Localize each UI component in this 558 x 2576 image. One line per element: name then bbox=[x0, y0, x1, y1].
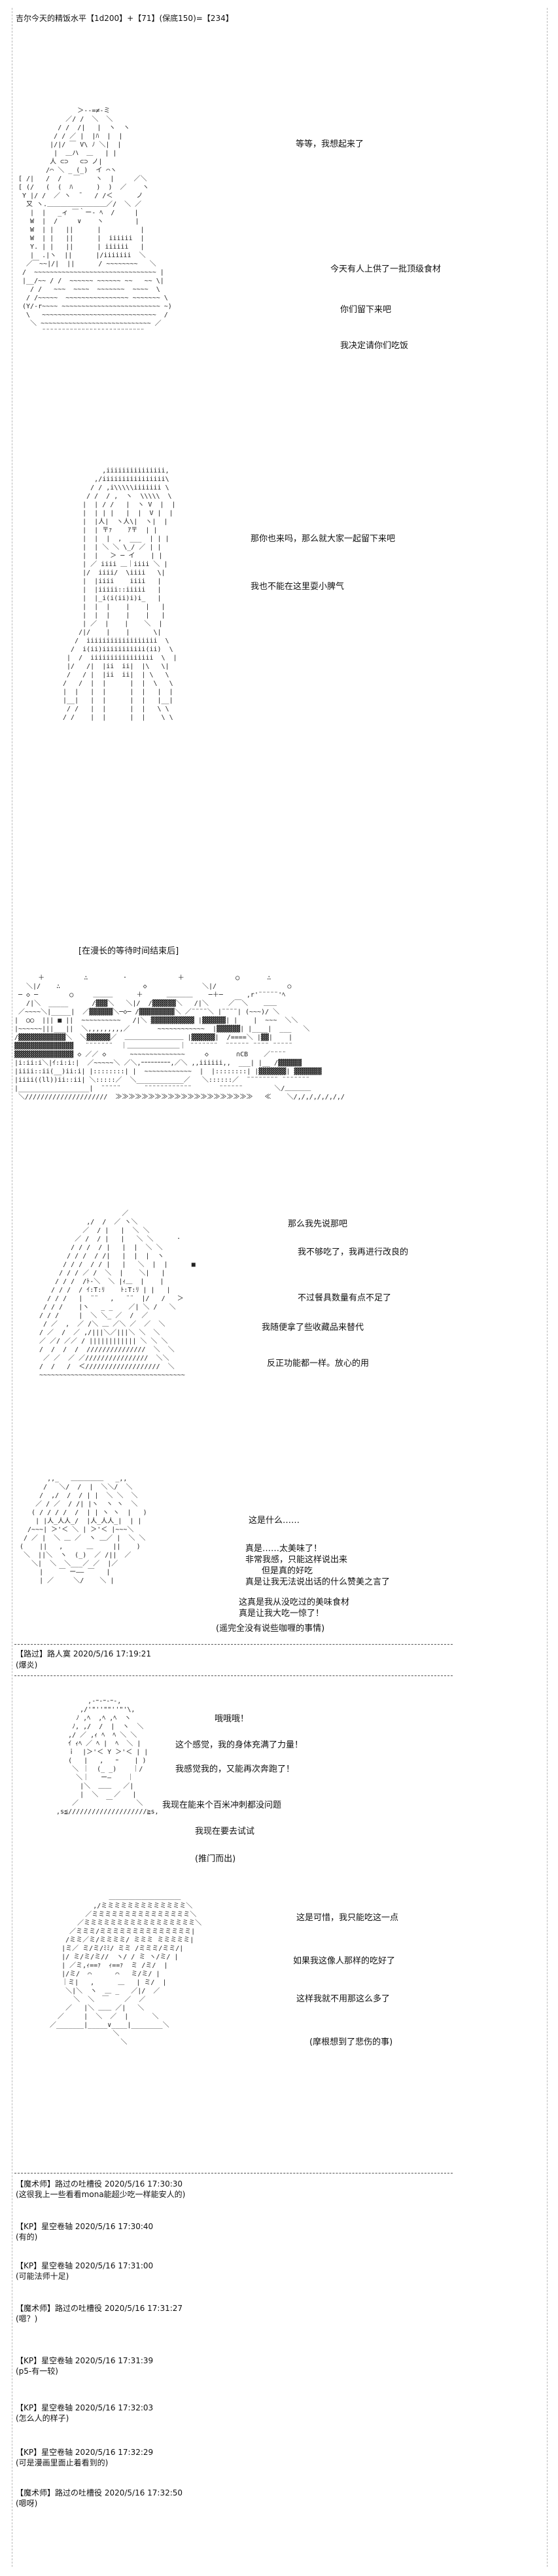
scene2-line-2: 我也不能在这里耍小脾气 bbox=[251, 582, 345, 592]
scene1-line-2: 今天有人上供了一批顶级食材 bbox=[330, 264, 442, 274]
scene6-line-5: 我现在要去试试 bbox=[195, 1827, 255, 1836]
dice-roll-line: 吉尔今天的精饭水平【1d200】+【71】(保底150)=【234】 bbox=[16, 14, 234, 23]
comment-text: (嗯呀) bbox=[16, 2499, 38, 2508]
scene5-line-4: 但是真的好吃 bbox=[262, 1566, 313, 1576]
ascii-art-scene2: ,iiiiiiiiiiiiiii, ,/iiiiiiiiiiiiiiii\ / … bbox=[63, 467, 177, 721]
scene4-line-1: 那么我先说那吧 bbox=[288, 1219, 348, 1229]
comment-header: 【魔术师】路过の吐槽役 2020/5/16 17:31:27 bbox=[16, 2304, 183, 2313]
scene4-line-5: 反正功能都一样。放心的用 bbox=[267, 1359, 370, 1368]
scene7-line-3: 这样我就不用那这么多了 bbox=[296, 1994, 391, 2004]
separator bbox=[14, 1675, 453, 1676]
scene1-line-1: 等等，我想起来了 bbox=[296, 139, 364, 149]
scene5-line-3: 非常我感，只能这样说出来 bbox=[245, 1555, 348, 1565]
comment-header: 【KP】星空卷轴 2020/5/16 17:30:40 bbox=[16, 2222, 154, 2231]
comment-text: (嗯？) bbox=[16, 2314, 38, 2323]
ascii-art-scene1: ＞--=≠-ミ ／/ / ＼ ＼ / / /| | ヽ ヽ / / ／ | |ﾊ… bbox=[18, 107, 172, 336]
scene5-line-6: 这真是我从没吃过的美味食材 bbox=[239, 1598, 350, 1607]
comment-header: 【KP】星空卷轴 2020/5/16 17:32:03 bbox=[16, 2403, 154, 2412]
comment-header: 【KP】星空卷轴 2020/5/16 17:31:39 bbox=[16, 2356, 154, 2365]
scene1-line-3: 你们留下来吧 bbox=[340, 305, 392, 315]
comment-text: (这很我上一些看看mona能超少吃一样能安人的) bbox=[16, 2190, 186, 2199]
scene5-line-5: 真是让我无法说出话的什么赞美之言了 bbox=[245, 1577, 391, 1587]
scene6-line-4: 我现在能来个百米冲刺都没问题 bbox=[162, 1800, 282, 1810]
comment-header: 【魔术师】路过の吐槽役 2020/5/16 17:32:50 bbox=[16, 2488, 183, 2497]
scene2-line-1: 那你也来吗，那么就大家一起留下来吧 bbox=[251, 534, 396, 544]
comment-text: (怎么人的样子) bbox=[16, 2414, 69, 2423]
scene4-line-3: 不过餐具数量有点不足了 bbox=[298, 1293, 392, 1303]
comment-text: (有的) bbox=[16, 2232, 38, 2242]
ascii-art-scene7: ＿＿＿＿＿＿＿＿＿＿＿ ,/ミミミミミミミミミミミミミ＼ ／ミミミミミミミミミミ… bbox=[50, 1894, 202, 2046]
scene6-line-1: 哦哦哦！ bbox=[215, 1714, 249, 1724]
scene4-line-2: 我不够吃了，我再进行改良的 bbox=[298, 1247, 409, 1257]
comment-text: (可是漫画里面止着看到的) bbox=[16, 2458, 109, 2467]
comment-header: 【KP】星空卷轴 2020/5/16 17:31:00 bbox=[16, 2261, 154, 2270]
comment-header: 【路过】路人寞 2020/5/16 17:19:21 bbox=[16, 1649, 152, 1658]
scene5-line-8: (遥完全没有说些咖喱的事情) bbox=[216, 1624, 325, 1634]
scene1-line-4: 我决定请你们吃饭 bbox=[340, 341, 409, 351]
ascii-art-scene5: ,,_ ＿＿＿＿＿ _,, / ＼/ / | ＼＼/ ＼ / ,/ / / | … bbox=[20, 1475, 147, 1584]
ascii-art-scene6: ,-ｰ-ｰ-ｰ-, ,/'"''""''"'\, ﾉ ,ﾍ ,ﾍ ,ﾍ ヽ ﾉ,… bbox=[56, 1698, 159, 1816]
scene6-line-2: 这个感觉，我的身体充满了力量！ bbox=[175, 1740, 304, 1750]
scene7-line-1: 这是可惜，我只能吃这一点 bbox=[296, 1913, 399, 1923]
separator bbox=[14, 1644, 453, 1645]
page-frame bbox=[12, 8, 548, 2567]
comment-header: 【KP】星空卷轴 2020/5/16 17:32:29 bbox=[16, 2448, 154, 2457]
ascii-art-banquet: ＋ ∴ ･ ＋ ◯ ∴ ＼|/ ∴ ◇ ＼|/ ○ ─ ◇ ─ ◯ ＿＿＿ ＋ … bbox=[14, 975, 345, 1101]
scene7-line-2: 如果我这像人那样的吃好了 bbox=[293, 1956, 396, 1966]
comment-text: (可能法师十足) bbox=[16, 2272, 69, 2281]
scene4-line-4: 我随便拿了些收藏品来替代 bbox=[262, 1323, 364, 1333]
scene6-line-6: (推门而出) bbox=[195, 1854, 236, 1864]
comment-header: 【魔术师】路过の吐槽役 2020/5/16 17:30:30 bbox=[16, 2179, 183, 2189]
scene7-line-4: (摩根想到了悲伤的事) bbox=[309, 2037, 393, 2047]
ascii-art-scene4: ／ ,/ / ／ ヽ＼ ／ / | | ＼ ＼ ／ / / | | ＼ ＼ ･ … bbox=[39, 1210, 196, 1379]
comment-text: (爆炎) bbox=[16, 1660, 38, 1670]
separator bbox=[14, 2173, 453, 2174]
scene5-line-7: 真是让我大吃一惊了！ bbox=[239, 1609, 324, 1619]
comment-text: (p5-有一较) bbox=[16, 2367, 58, 2376]
scene5-line-1: 这是什么…… bbox=[249, 1516, 300, 1526]
scene5-line-2: 真是……太美味了！ bbox=[245, 1544, 323, 1554]
scene6-line-3: 我感觉我的，又能再次奔跑了！ bbox=[175, 1764, 295, 1774]
scene2-caption: [在漫长的等待时间结束后] bbox=[78, 946, 179, 956]
